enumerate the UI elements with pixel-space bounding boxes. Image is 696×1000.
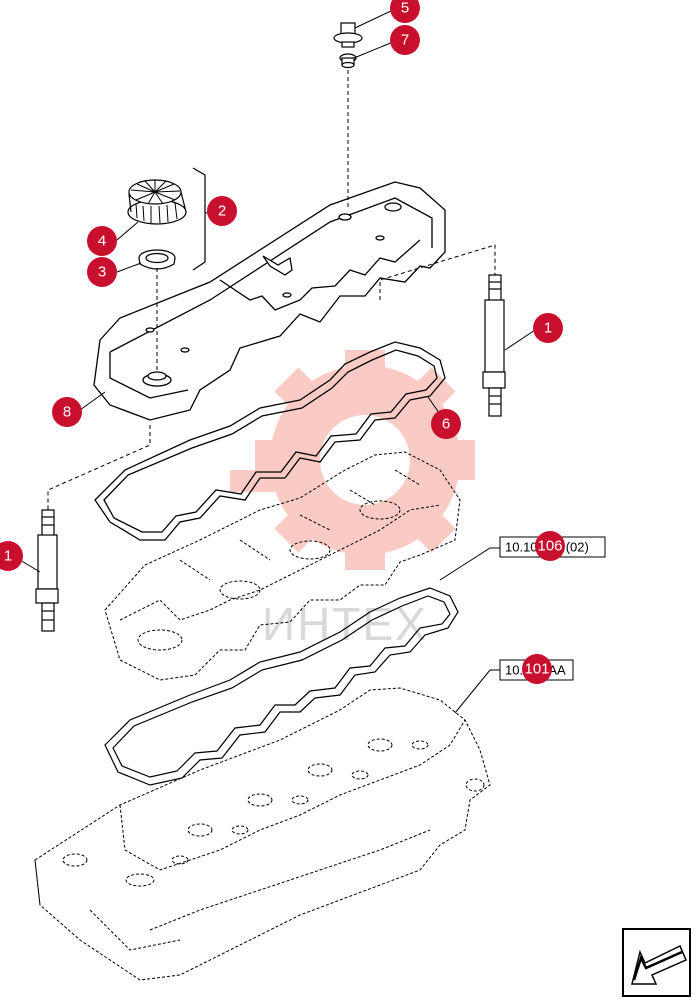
svg-text:8: 8: [63, 404, 71, 421]
head-gasket: [104, 587, 459, 786]
callout-4[interactable]: 4: [87, 226, 117, 256]
svg-text:106: 106: [537, 538, 562, 555]
callout-7[interactable]: 7: [390, 25, 420, 55]
svg-text:101: 101: [524, 661, 549, 678]
callout-8[interactable]: 8: [52, 397, 82, 427]
stud-bolt-left: [35, 509, 59, 632]
callout-1-right[interactable]: 1: [533, 313, 563, 343]
svg-text:1: 1: [4, 548, 12, 565]
valve-cover-gasket: [94, 341, 446, 541]
arrow-continue-icon[interactable]: [622, 928, 691, 997]
svg-text:5: 5: [401, 0, 409, 17]
svg-text:6: 6: [442, 416, 450, 433]
leader-lines: [19, 9, 536, 714]
callout-2[interactable]: 2: [207, 196, 237, 226]
callout-1-left[interactable]: 1: [0, 541, 23, 571]
callout-6[interactable]: 6: [431, 409, 461, 439]
svg-text:3: 3: [98, 264, 106, 281]
watermark-gear-logo: [230, 350, 475, 570]
svg-text:1: 1: [544, 320, 552, 337]
svg-text:2: 2: [218, 203, 226, 220]
callout-5[interactable]: 5: [390, 0, 420, 23]
sealing-washer: [339, 53, 357, 69]
callout-3[interactable]: 3: [87, 257, 117, 287]
cap-seal-ring: [138, 249, 176, 270]
kit-bracket: [192, 167, 206, 271]
svg-text:7: 7: [401, 32, 409, 49]
assembly-lines: [47, 70, 496, 510]
callout-106[interactable]: 106: [535, 531, 565, 561]
valve-cover: [93, 181, 446, 421]
oil-filler-cap: [127, 179, 187, 225]
callout-101[interactable]: 101: [522, 654, 552, 684]
rocker-carrier-outline: [104, 451, 461, 681]
stud-bolt-right: [482, 274, 506, 417]
watermark-text: ИНТЕХ: [262, 598, 428, 650]
cylinder-head-outline: [34, 687, 491, 981]
svg-text:4: 4: [98, 233, 106, 250]
cap-nut-bolt: [333, 22, 363, 48]
